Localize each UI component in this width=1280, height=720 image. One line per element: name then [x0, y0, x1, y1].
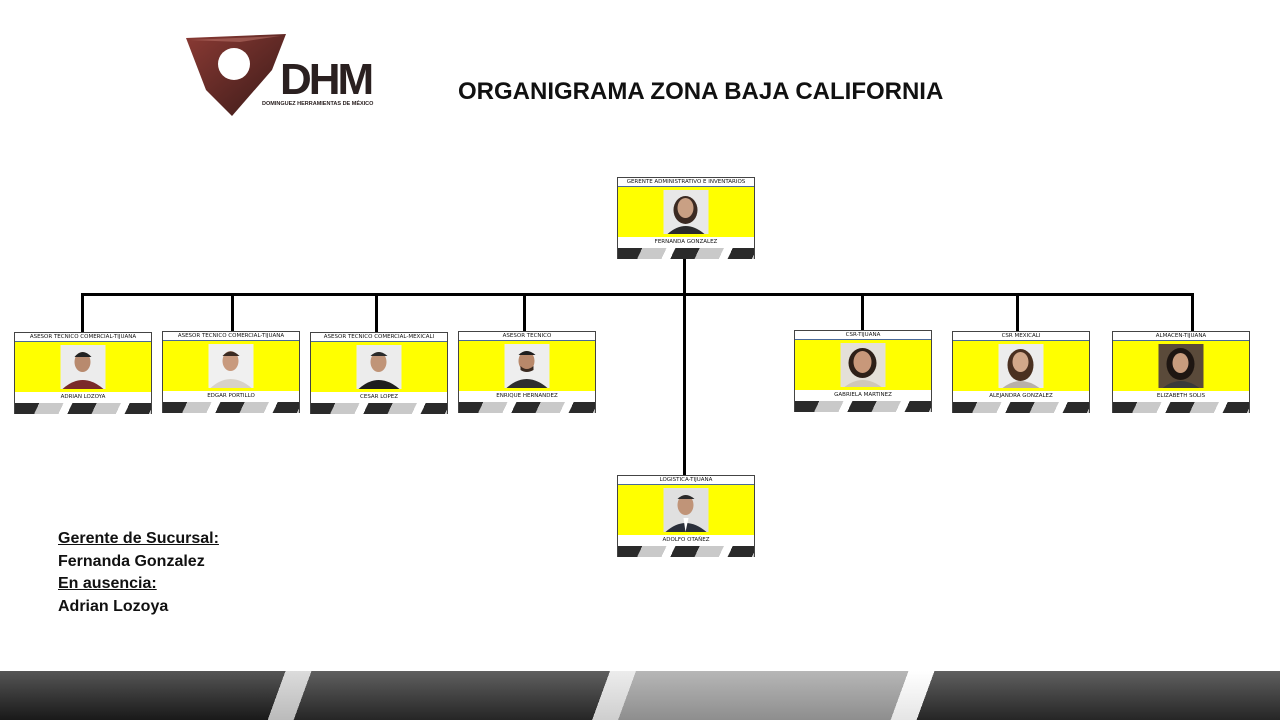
connector-root-vertical: [683, 259, 686, 476]
card-role: ASESOR TECNICO: [459, 332, 595, 341]
card-stripe: [15, 403, 151, 414]
connector-drop: [523, 293, 526, 333]
connector-drop: [1191, 293, 1194, 332]
card-role: ALMACEN-TIJUANA: [1113, 332, 1249, 341]
org-card: CSR MEXICALI ALEJANDRA GONZALEZ: [952, 331, 1090, 413]
woman-portrait-icon: [663, 190, 709, 234]
page-title: ORGANIGRAMA ZONA BAJA CALIFORNIA: [458, 78, 944, 105]
man-portrait-icon: [663, 488, 709, 532]
card-name: GABRIELA MARTINEZ: [795, 390, 931, 401]
card-role: ASESOR TECNICO COMERCIAL-MEXICALI: [311, 333, 447, 342]
org-card: CSR-TIJUANA GABRIELA MARTINEZ: [794, 330, 932, 412]
org-card-bottom: LOGISTICA-TIJUANA ADOLFO OTAÑEZ: [617, 475, 755, 557]
org-card: ASESOR TECNICO ENRIQUE HERNANDEZ: [458, 331, 596, 413]
connector-horizontal-bar: [81, 293, 1194, 296]
card-role: CSR-TIJUANA: [795, 331, 931, 340]
man-portrait-icon: [60, 345, 106, 389]
card-stripe: [618, 248, 754, 259]
branch-manager-notes: Gerente de Sucursal: Fernanda Gonzalez E…: [58, 528, 219, 618]
footer-banner: [0, 671, 1280, 720]
card-role: GERENTE ADMINISTRATIVO E INVENTARIOS: [618, 178, 754, 187]
absence-label: En ausencia:: [58, 575, 157, 592]
card-role: ASESOR TECNICO COMERCIAL-TIJUANA: [15, 333, 151, 342]
connector-drop: [375, 293, 378, 333]
card-stripe: [953, 402, 1089, 413]
logo-text: DHM: [280, 55, 374, 104]
card-name: ELIZABETH SOLIS: [1113, 391, 1249, 402]
logo-subtitle: DOMINGUEZ HERRAMIENTAS DE MÉXICO: [262, 101, 374, 107]
card-name: FERNANDA GONZALEZ: [618, 237, 754, 248]
woman-portrait-icon: [998, 344, 1044, 388]
connector-drop: [861, 293, 864, 332]
org-card: ASESOR TECNICO COMERCIAL-MEXICALI CESAR …: [310, 332, 448, 414]
footer-banner-shine: [0, 671, 1280, 720]
connector-drop: [81, 293, 84, 333]
card-role: CSR MEXICALI: [953, 332, 1089, 341]
card-name: ENRIQUE HERNANDEZ: [459, 391, 595, 402]
man-portrait-icon: [356, 345, 402, 389]
org-card: ASESOR TECNICO COMERCIAL-TIJUANA EDGAR P…: [162, 331, 300, 413]
org-card-root: GERENTE ADMINISTRATIVO E INVENTARIOS FER…: [617, 177, 755, 259]
org-card: ASESOR TECNICO COMERCIAL-TIJUANA ADRIAN …: [14, 332, 152, 414]
card-stripe: [795, 401, 931, 412]
card-name: ADRIAN LOZOYA: [15, 392, 151, 403]
branch-manager-label: Gerente de Sucursal:: [58, 530, 219, 547]
connector-drop: [1016, 293, 1019, 332]
connector-drop: [231, 293, 234, 333]
card-stripe: [618, 546, 754, 557]
card-stripe: [1113, 402, 1249, 413]
company-logo: DHM DOMINGUEZ HERRAMIENTAS DE MÉXICO: [180, 30, 380, 120]
woman-portrait-icon: [1158, 344, 1204, 388]
man-portrait-icon: [208, 344, 254, 388]
card-role: LOGISTICA-TIJUANA: [618, 476, 754, 485]
man-portrait-icon: [504, 344, 550, 388]
card-stripe: [311, 403, 447, 414]
absence-value: Adrian Lozoya: [58, 597, 169, 615]
logo-shield-icon: [186, 34, 286, 116]
woman-portrait-icon: [840, 343, 886, 387]
card-name: CESAR LOPEZ: [311, 392, 447, 403]
org-card: ALMACEN-TIJUANA ELIZABETH SOLIS: [1112, 331, 1250, 413]
branch-manager-value: Fernanda Gonzalez: [58, 552, 205, 570]
card-name: ALEJANDRA GONZALEZ: [953, 391, 1089, 402]
card-name: EDGAR PORTILLO: [163, 391, 299, 402]
card-stripe: [459, 402, 595, 413]
card-stripe: [163, 402, 299, 413]
card-role: ASESOR TECNICO COMERCIAL-TIJUANA: [163, 332, 299, 341]
card-name: ADOLFO OTAÑEZ: [618, 535, 754, 546]
